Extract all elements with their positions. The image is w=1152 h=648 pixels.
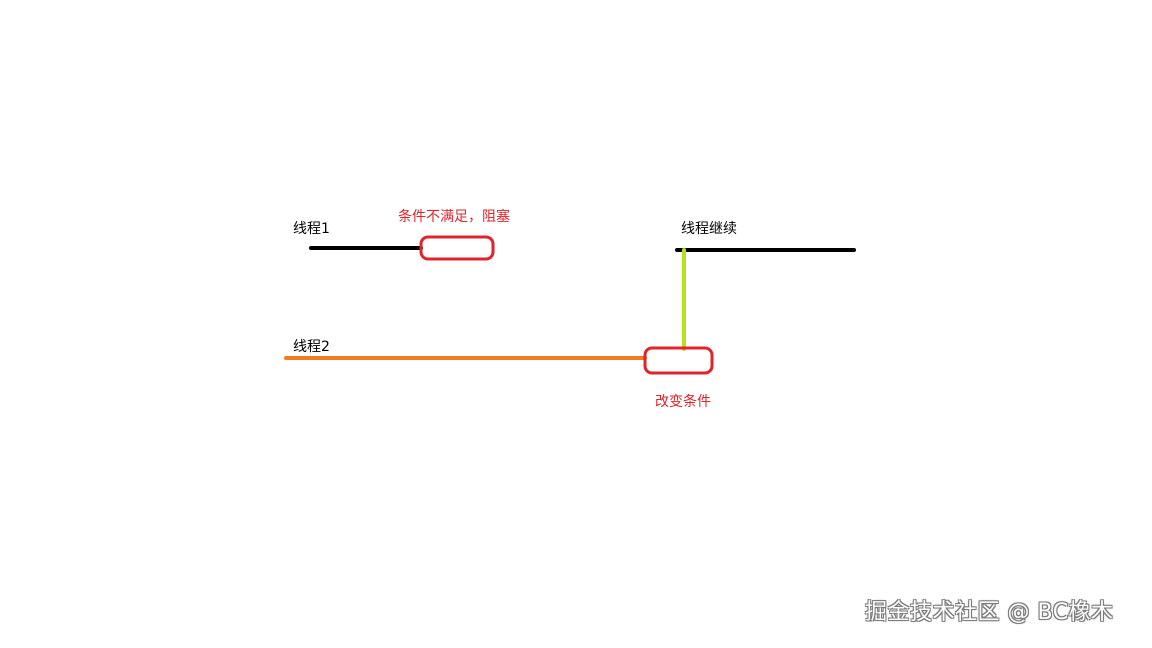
blocked-annotation: 条件不满足，阻塞 — [398, 209, 510, 225]
thread-continue-label: 线程继续 — [681, 221, 737, 237]
thread2-label: 线程2 — [293, 339, 330, 355]
blocked-box — [419, 235, 495, 261]
change-condition-box — [643, 346, 714, 375]
change-condition-annotation: 改变条件 — [655, 394, 711, 410]
thread1-label: 线程1 — [293, 221, 330, 237]
watermark: 掘金技术社区 @ BC橡木 — [865, 600, 1114, 625]
